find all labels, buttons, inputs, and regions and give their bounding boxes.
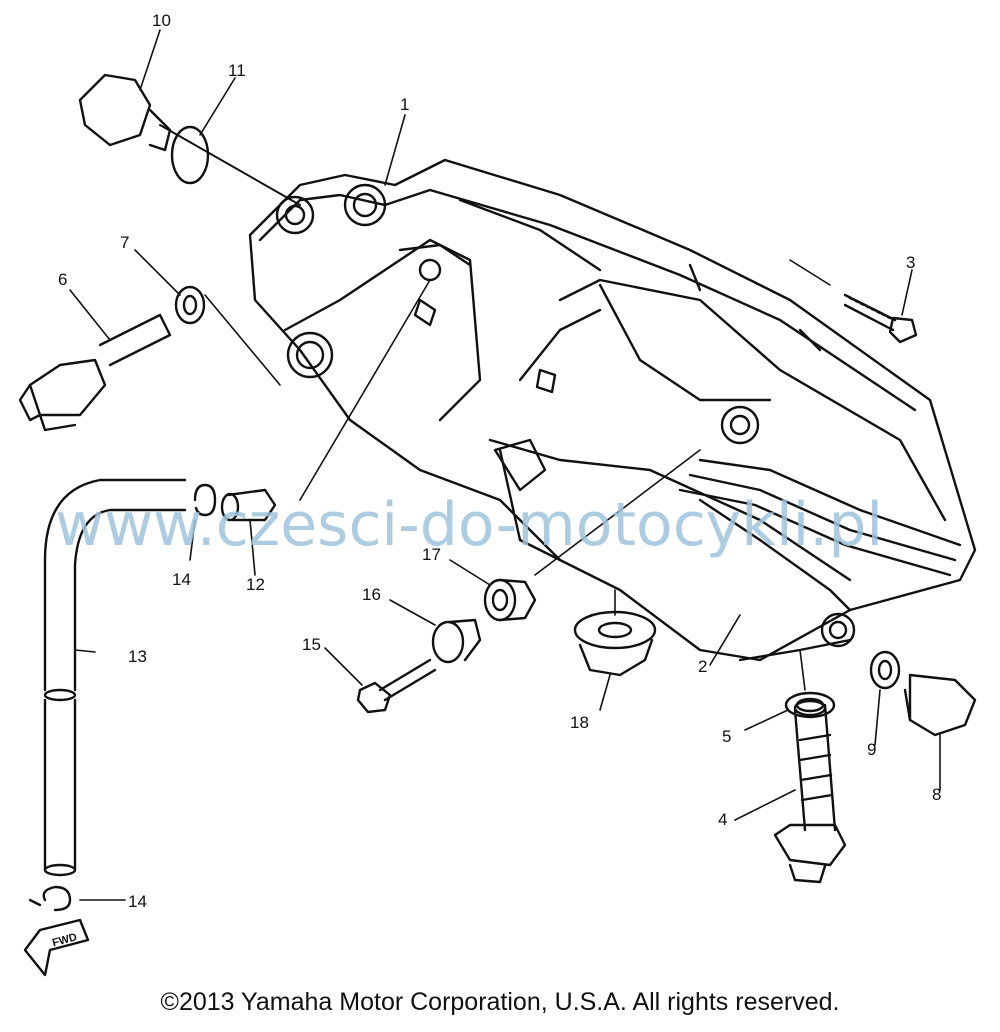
hose-13-drawing — [43, 478, 187, 877]
bolt-8-drawing — [903, 673, 977, 737]
callout-15: 15 — [302, 635, 321, 654]
bolt-15-drawing — [356, 658, 437, 714]
callout-5: 5 — [722, 727, 731, 746]
callout-4: 4 — [718, 810, 727, 829]
callout-10: 10 — [152, 11, 171, 30]
watermark: www.czesci-do-motocykli.pl — [55, 490, 883, 560]
lower-cover-drawing — [738, 638, 852, 662]
callout-7: 7 — [120, 233, 129, 252]
callout-1: 1 — [400, 95, 409, 114]
callout-6: 6 — [58, 270, 67, 289]
callout-18: 18 — [570, 713, 589, 732]
callout-13: 13 — [128, 647, 147, 666]
washer-7-drawing — [174, 285, 206, 325]
callout-9: 9 — [867, 740, 876, 759]
grommet-17-drawing — [483, 578, 537, 622]
plug-12-drawing — [220, 488, 277, 522]
callout-12: 12 — [246, 575, 265, 594]
callout-2: 2 — [698, 657, 707, 676]
callout-8: 8 — [932, 785, 941, 804]
grommet-18-drawing — [573, 610, 657, 677]
collar-16-drawing — [431, 618, 482, 664]
fitting-4-drawing — [773, 699, 847, 884]
bolt-3-drawing — [789, 259, 918, 344]
filler-cap-10-drawing — [78, 73, 301, 206]
callout-14-lower: 14 — [128, 892, 147, 911]
callout-3: 3 — [906, 253, 915, 272]
callout-14-upper: 14 — [172, 570, 191, 589]
leader-lines — [69, 29, 941, 901]
o-ring-11-drawing — [170, 125, 210, 185]
clip-14-drawing — [28, 483, 217, 912]
copyright-notice: ©2013 Yamaha Motor Corporation, U.S.A. A… — [160, 988, 840, 1016]
washer-5-drawing — [784, 691, 836, 719]
callout-11: 11 — [228, 61, 246, 80]
washer-9-drawing — [869, 650, 901, 690]
callout-17: 17 — [422, 545, 441, 564]
fitting-6-drawing — [18, 313, 172, 432]
callout-16: 16 — [362, 585, 381, 604]
crankcase-cover-drawing — [248, 158, 977, 662]
fwd-arrow-drawing — [23, 918, 90, 977]
